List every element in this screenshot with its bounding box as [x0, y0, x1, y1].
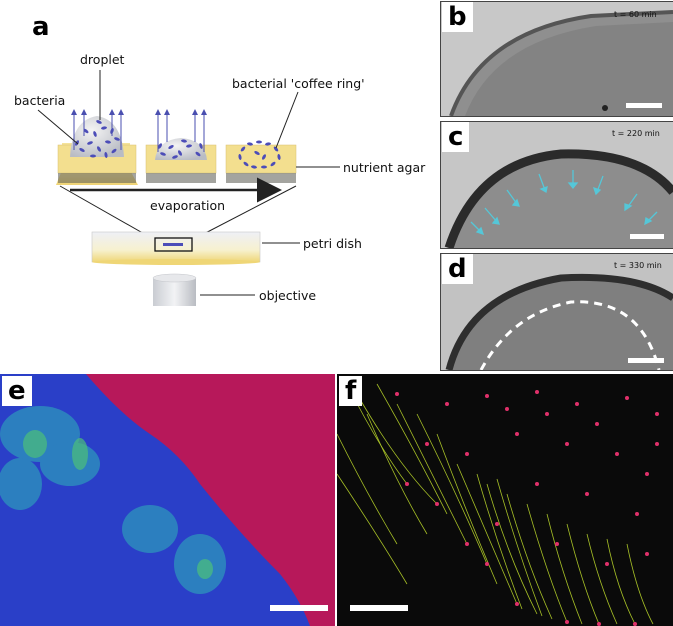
label-coffee-ring: bacterial 'coffee ring'	[232, 76, 365, 91]
scale-bar-e	[270, 605, 328, 611]
time-label-d: t = 330 min	[614, 261, 662, 270]
panel-label-f: f	[339, 376, 363, 406]
agar-block-3	[225, 144, 297, 183]
micrograph-d	[440, 253, 673, 371]
label-bacteria: bacteria	[14, 93, 66, 108]
micrograph-c	[440, 121, 673, 249]
flux-arrows	[71, 109, 207, 152]
flow-field-e	[0, 374, 335, 626]
label-evaporation: evaporation	[150, 198, 226, 213]
time-label-c: t = 220 min	[612, 129, 660, 138]
scale-bar-d	[628, 358, 664, 363]
micrograph-b	[440, 1, 673, 117]
scale-bar-b	[626, 103, 662, 108]
time-label-b: t = 60 min	[614, 10, 657, 19]
label-petri-dish: petri dish	[303, 236, 362, 251]
label-droplet: droplet	[80, 52, 125, 67]
panel-label-e: e	[2, 376, 32, 406]
panel-label-d: d	[442, 254, 473, 284]
label-nutrient-agar: nutrient agar	[343, 160, 426, 175]
scale-bar-c	[630, 234, 664, 239]
panel-label-c: c	[442, 122, 470, 152]
panel-label-b: b	[442, 2, 473, 32]
scale-bar-f	[350, 605, 408, 611]
trajectories-f	[337, 374, 673, 626]
objective-lens	[152, 273, 197, 306]
panel-label-a: a	[28, 12, 54, 42]
petri-dish	[91, 231, 261, 265]
bacteria-cells	[75, 120, 281, 169]
schematic-diagram	[37, 70, 340, 306]
zoom-lines	[59, 185, 297, 241]
callout-lines	[37, 70, 340, 296]
flattened-droplet	[155, 138, 207, 160]
label-objective: objective	[259, 288, 317, 303]
